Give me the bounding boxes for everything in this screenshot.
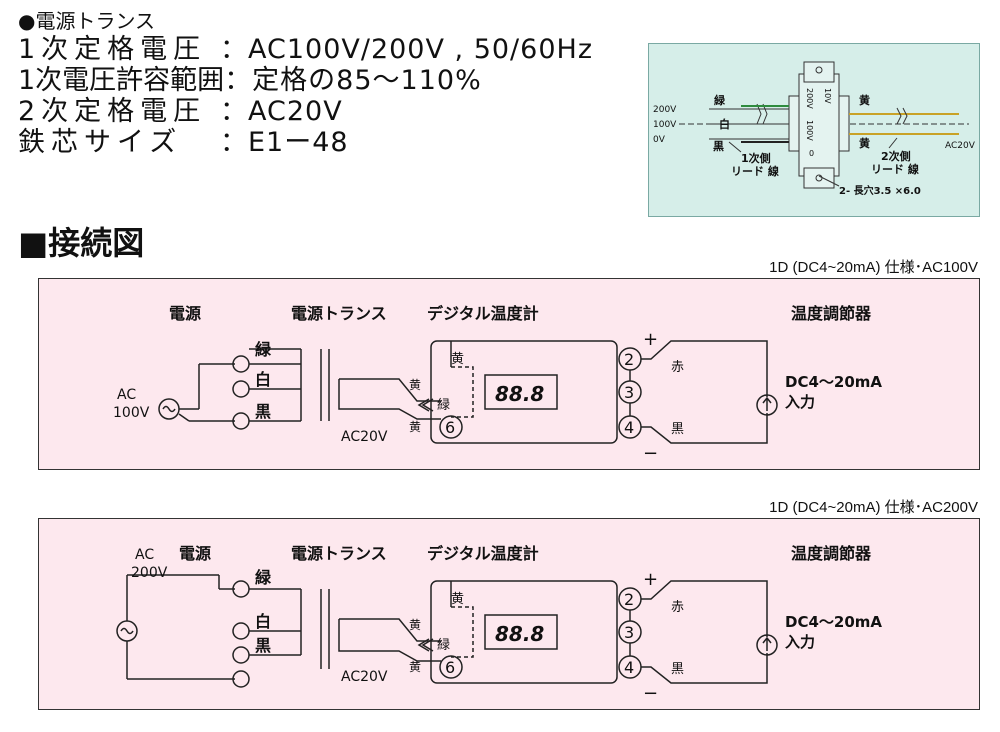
yellow-wire-label: 黄 xyxy=(409,618,421,632)
meter-yellow-label: 黄 xyxy=(451,592,464,607)
black-wire-label: 黒 xyxy=(255,402,271,421)
red-wire-label: 赤 xyxy=(671,360,684,375)
specs-title: ●電源トランス xyxy=(18,9,156,33)
transformer-drawing: 200V 100V 0V AC20V 緑 白 黒 黄 黄 1次側 リード 線 2… xyxy=(648,43,980,217)
power-label: 電源 xyxy=(179,544,211,563)
tap-label: 0V xyxy=(653,135,666,145)
tap-label: 200V xyxy=(653,105,677,115)
spec-key: 1次定格電圧 xyxy=(18,34,207,65)
wiring-diagram-ac200v: 電源 電源トランス デジタル温度計 温度調節器 緑 白 黒 AC 200V AC… xyxy=(38,518,980,710)
meter-yellow-label: 黄 xyxy=(451,352,464,367)
ac-label: AC xyxy=(117,387,136,403)
wiring-svg: 電源 電源トランス デジタル温度計 温度調節器 緑 白 黒 AC 200V AC… xyxy=(116,544,882,704)
white-wire-label: 白 xyxy=(255,612,271,631)
white-wire-label: 白 xyxy=(255,370,271,389)
transformer-specs: ●電源トランス 1次定格電圧 ：AC100V/200V , 50/60Hz 1次電… xyxy=(18,8,593,158)
green-wire-label: 緑 xyxy=(255,568,272,587)
meter-label: デジタル温度計 xyxy=(427,304,539,323)
meter-display: 88.8 xyxy=(495,382,544,406)
primary-lead-label: 1次側 xyxy=(741,151,771,165)
spec-key: 2次定格電圧 xyxy=(18,96,207,127)
yellow-wire-label: 黄 xyxy=(859,136,870,150)
yellow-wire-label: 黄 xyxy=(859,93,870,107)
core-tap-label: 100V xyxy=(805,120,814,141)
controller-label: 温度調節器 xyxy=(790,544,872,563)
output-signal-label: DC4〜20mA xyxy=(785,613,882,631)
voltage-label: 200V xyxy=(131,565,168,581)
red-wire-label: 赤 xyxy=(671,600,684,615)
black-wire-label: 黒 xyxy=(255,636,271,655)
spec-key: 1次電圧許容範囲 xyxy=(18,65,225,96)
diagram-spec-label: 1D (DC4~20mA) 仕様･AC200V xyxy=(769,499,978,516)
green-wire-label: 緑 xyxy=(714,93,726,107)
spec-value: ：AC100V/200V , 50/60Hz xyxy=(220,34,593,65)
white-wire-label: 白 xyxy=(719,117,730,131)
terminal-3: 3 xyxy=(624,383,634,402)
plus-sign: + xyxy=(643,329,658,350)
meter-label: デジタル温度計 xyxy=(427,544,539,563)
ac-label: AC xyxy=(135,547,154,563)
terminal-3: 3 xyxy=(624,623,634,642)
secondary-voltage-label: AC20V xyxy=(945,141,976,151)
plus-sign: + xyxy=(643,569,658,590)
core-tap-label: 10V xyxy=(823,88,832,104)
meter-green-label: 緑 xyxy=(437,638,450,653)
ac20v-label: AC20V xyxy=(341,669,388,685)
section-title: ■接続図 xyxy=(18,224,145,262)
yellow-wire-label: 黄 xyxy=(409,660,421,674)
green-wire-label: 緑 xyxy=(255,340,272,359)
voltage-label: 100V xyxy=(113,405,150,421)
spec-key: 鉄芯サイズ xyxy=(18,127,183,158)
terminal-2: 2 xyxy=(624,590,634,609)
minus-sign: − xyxy=(643,443,658,464)
primary-lead-label: リード 線 xyxy=(731,164,779,178)
core-tap-label: 200V xyxy=(805,88,814,109)
spec-row: 鉄芯サイズ ：E1ー48 xyxy=(18,127,593,158)
transformer-label: 電源トランス xyxy=(291,544,387,563)
output-input-label: 入力 xyxy=(785,393,815,411)
terminal-4: 4 xyxy=(624,418,634,437)
spec-row: 1次定格電圧 ：AC100V/200V , 50/60Hz xyxy=(18,34,593,65)
controller-label: 温度調節器 xyxy=(790,304,872,323)
output-input-label: 入力 xyxy=(785,633,815,651)
spec-row: 1次電圧許容範囲：定格の85〜110% xyxy=(18,65,593,96)
minus-sign: − xyxy=(643,683,658,704)
ac20v-label: AC20V xyxy=(341,429,388,445)
terminal-2: 2 xyxy=(624,350,634,369)
tap-label: 100V xyxy=(653,120,677,130)
wiring-svg: 電源 電源トランス デジタル温度計 温度調節器 緑 白 黒 AC 100V AC… xyxy=(113,304,882,464)
transformer-svg: 200V 100V 0V AC20V 緑 白 黒 黄 黄 1次側 リード 線 2… xyxy=(653,61,976,197)
terminal-4: 4 xyxy=(624,658,634,677)
spec-value: ：E1ー48 xyxy=(220,127,349,158)
transformer-label: 電源トランス xyxy=(291,304,387,323)
power-label: 電源 xyxy=(169,304,201,323)
secondary-lead-label: リード 線 xyxy=(871,162,919,176)
black-output-label: 黒 xyxy=(671,422,684,437)
meter-display: 88.8 xyxy=(495,622,544,646)
black-wire-label: 黒 xyxy=(713,140,724,153)
terminal-6: 6 xyxy=(445,418,455,437)
meter-green-label: 緑 xyxy=(437,398,450,413)
spec-value: ：AC20V xyxy=(220,96,343,127)
mounting-hole-label: 2- 長穴3.5 ×6.0 xyxy=(839,184,921,197)
terminal-6: 6 xyxy=(445,658,455,677)
core-tap-label: 0 xyxy=(809,149,814,158)
output-signal-label: DC4〜20mA xyxy=(785,373,882,391)
wiring-diagram-ac100v: 電源 電源トランス デジタル温度計 温度調節器 緑 白 黒 AC 100V AC… xyxy=(38,278,980,470)
yellow-wire-label: 黄 xyxy=(409,378,421,392)
spec-row: 2次定格電圧 ：AC20V xyxy=(18,96,593,127)
secondary-lead-label: 2次側 xyxy=(881,149,911,163)
diagram-spec-label: 1D (DC4~20mA) 仕様･AC100V xyxy=(769,259,978,276)
spec-value: ：定格の85〜110% xyxy=(224,65,482,96)
black-output-label: 黒 xyxy=(671,662,684,677)
yellow-wire-label: 黄 xyxy=(409,420,421,434)
